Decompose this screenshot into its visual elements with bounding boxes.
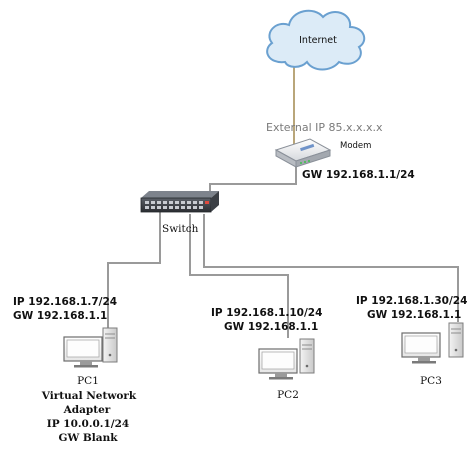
pc3-ip-label: IP 192.168.1.30/24 bbox=[356, 295, 467, 307]
switch-pc1-link bbox=[107, 212, 161, 336]
computer-icon bbox=[401, 322, 464, 364]
switch-device: Switch bbox=[140, 191, 219, 235]
modem-gateway-label: GW 192.168.1.1/24 bbox=[302, 169, 415, 181]
pc3: IP 192.168.1.30/24 GW 192.168.1.1 PC3 bbox=[356, 295, 467, 387]
computer-icon bbox=[258, 338, 315, 380]
pc1-name-label: PC1 bbox=[77, 375, 99, 387]
pc1-ip-label: IP 192.168.1.7/24 bbox=[13, 296, 117, 308]
pc3-name-label: PC3 bbox=[420, 375, 442, 387]
pc2: IP 192.168.1.10/24 GW 192.168.1.1 PC2 bbox=[211, 307, 322, 401]
computer-icon bbox=[63, 327, 118, 368]
cloud-icon bbox=[266, 9, 366, 71]
pc2-ip-label: IP 192.168.1.10/24 bbox=[211, 307, 322, 319]
external-ip-label: External IP 85.x.x.x.x bbox=[266, 121, 383, 134]
modem-device: Modem bbox=[274, 138, 371, 168]
pc3-gw-label: GW 192.168.1.1 bbox=[367, 309, 461, 321]
switch-icon bbox=[140, 191, 219, 213]
modem-icon bbox=[274, 138, 332, 168]
internet-cloud: Internet bbox=[266, 9, 366, 71]
pc1-gw-label: GW 192.168.1.1 bbox=[13, 310, 107, 322]
pc1: IP 192.168.1.7/24 GW 192.168.1.1 PC1 Vir… bbox=[13, 296, 137, 444]
internet-label: Internet bbox=[299, 35, 337, 46]
pc1-vnic-gw-label: GW Blank bbox=[59, 432, 119, 444]
modem-label: Modem bbox=[340, 141, 371, 151]
switch-pc2-link bbox=[189, 214, 289, 338]
switch-pc3-link bbox=[203, 214, 459, 322]
pc2-gw-label: GW 192.168.1.1 bbox=[224, 321, 318, 333]
connections bbox=[107, 64, 459, 338]
pc1-vnic-ip-label: IP 10.0.0.1/24 bbox=[47, 418, 129, 430]
modem-switch-link bbox=[209, 166, 297, 196]
switch-label: Switch bbox=[162, 223, 199, 235]
pc1-vnic-line-1: Virtual Network bbox=[41, 390, 137, 402]
pc2-name-label: PC2 bbox=[277, 389, 299, 401]
pc1-vnic-line-2: Adapter bbox=[63, 404, 111, 416]
